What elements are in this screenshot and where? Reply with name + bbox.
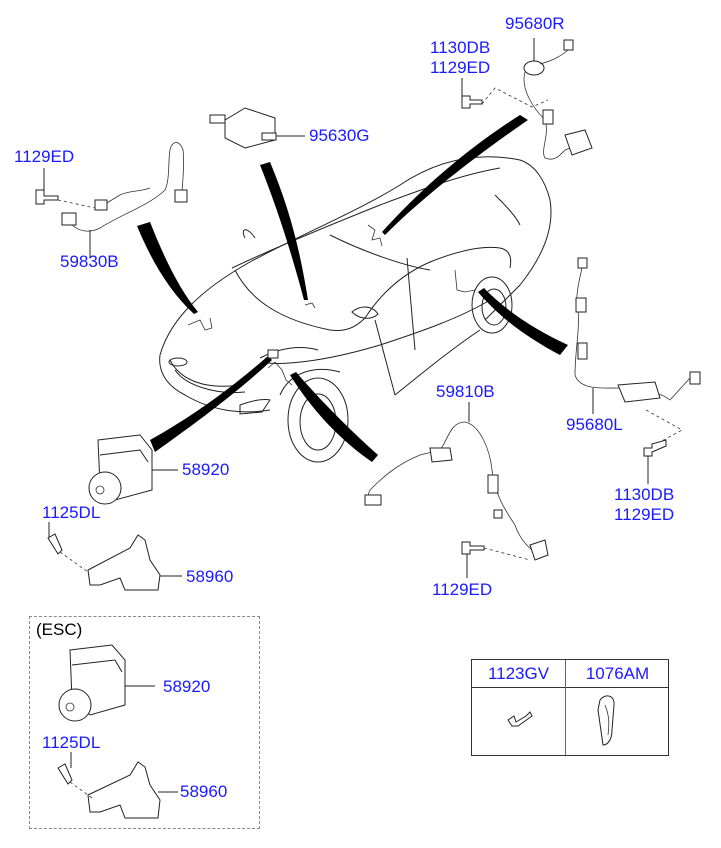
pointer-wedges — [137, 115, 568, 462]
label-1129ED-top[interactable]: 1129ED — [430, 58, 491, 77]
label-95630G[interactable]: 95630G — [309, 126, 370, 145]
label-1125DL[interactable]: 1125DL — [42, 503, 101, 522]
esc-58960-bracket[interactable] — [57, 752, 178, 819]
label-1130DB-top[interactable]: 1130DB — [430, 38, 491, 57]
car-illustration — [159, 156, 552, 463]
label-esc-1125DL[interactable]: 1125DL — [42, 733, 101, 752]
clamp-1076AM-icon — [597, 695, 615, 746]
label-1129ED-bottom[interactable]: 1129ED — [432, 580, 493, 599]
label-59830B[interactable]: 59830B — [60, 252, 119, 271]
part-95680R-sensor[interactable] — [461, 38, 593, 160]
hardware-table-divider — [565, 660, 566, 755]
hardware-table: 1123GV 1076AM — [471, 659, 669, 756]
label-59810B[interactable]: 59810B — [436, 382, 495, 401]
label-1129ED-right[interactable]: 1129ED — [614, 505, 675, 524]
bolt-1123GV-icon — [507, 711, 533, 727]
esc-variant-box — [29, 616, 260, 829]
car-wiring-marks — [187, 224, 476, 386]
label-58920[interactable]: 58920 — [182, 460, 230, 479]
part-58960-bracket[interactable] — [47, 522, 182, 591]
part-58920-hecu[interactable] — [88, 434, 178, 505]
part-59830B-sensor[interactable] — [35, 142, 188, 259]
table-header-1076AM[interactable]: 1076AM — [585, 664, 650, 683]
part-59810B-sensor[interactable] — [364, 402, 549, 578]
label-esc-58920[interactable]: 58920 — [163, 677, 211, 696]
label-95680L[interactable]: 95680L — [566, 415, 623, 434]
part-95630G-module[interactable] — [209, 107, 305, 149]
esc-title: (ESC) — [36, 620, 83, 639]
esc-58920-hecu[interactable] — [58, 644, 155, 722]
label-1130DB-right[interactable]: 1130DB — [614, 485, 675, 504]
hardware-table-header — [472, 660, 668, 688]
label-1129ED-left[interactable]: 1129ED — [14, 147, 75, 166]
part-95680L-sensor[interactable] — [574, 257, 701, 484]
label-95680R[interactable]: 95680R — [505, 14, 565, 33]
label-esc-58960[interactable]: 58960 — [180, 782, 228, 801]
table-header-1123GV[interactable]: 1123GV — [487, 664, 550, 683]
label-58960[interactable]: 58960 — [186, 567, 234, 586]
